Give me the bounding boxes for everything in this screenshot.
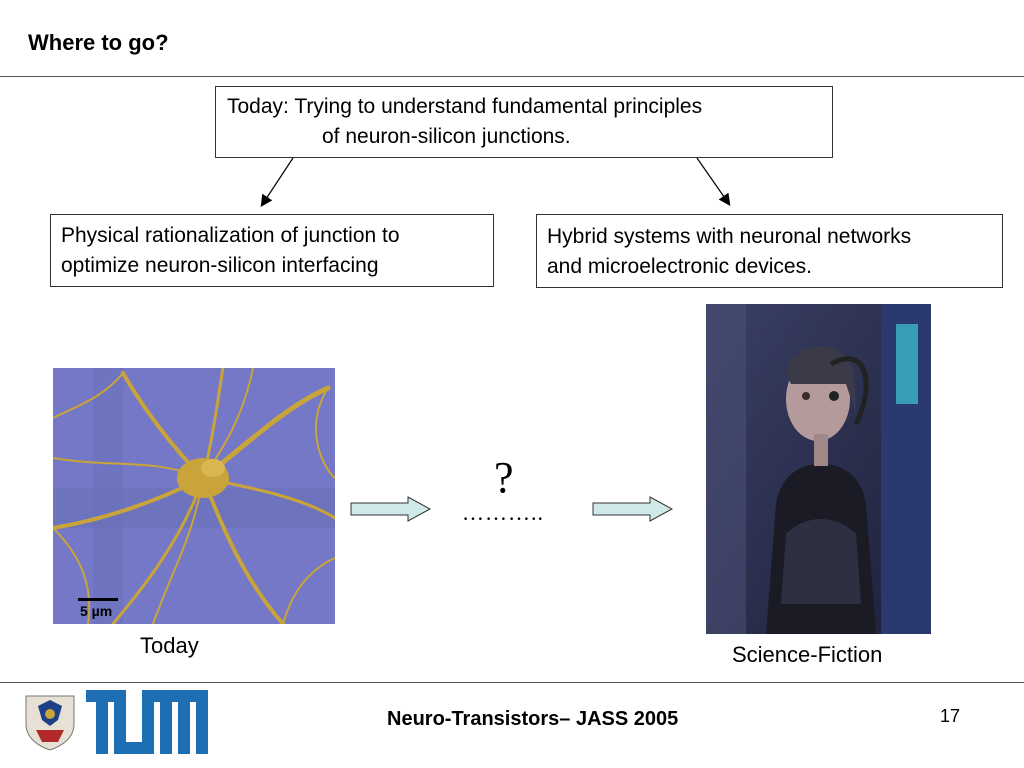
slide-title: Where to go? <box>28 30 169 55</box>
left-text-box: Physical rationalization of junction to … <box>50 214 494 287</box>
top-box-line-2: of neuron-silicon junctions. <box>322 125 571 148</box>
ellipsis-dots: ……….. <box>462 500 544 525</box>
right-box-line-2: and microelectronic devices. <box>547 255 812 278</box>
left-box-line-2: optimize neuron-silicon interfacing <box>61 254 379 277</box>
left-box-line-1: Physical rationalization of junction to <box>61 224 400 247</box>
block-arrow-left <box>350 496 432 522</box>
footer-rule <box>0 682 1024 683</box>
scale-bar-label: 5 µm <box>80 603 112 619</box>
top-box-line-1: Today: Trying to understand fundamental … <box>227 95 703 118</box>
today-caption: Today <box>140 633 199 658</box>
branch-arrows <box>260 157 731 208</box>
arrow-left <box>260 157 294 208</box>
top-text-box: Today: Trying to understand fundamental … <box>215 86 833 158</box>
right-box-line-1: Hybrid systems with neuronal networks <box>547 225 912 248</box>
footer-title: Neuro-Transistors– JASS 2005 <box>387 708 679 730</box>
cyborg-photo <box>706 304 931 634</box>
university-crest <box>22 690 78 752</box>
header-rule <box>0 76 1024 77</box>
right-text-box: Hybrid systems with neuronal networks an… <box>536 214 1003 288</box>
arrow-right <box>696 157 731 206</box>
tum-logo <box>86 690 208 754</box>
question-mark: ? <box>494 453 514 502</box>
science-fiction-caption: Science-Fiction <box>732 642 883 667</box>
block-arrow-right <box>592 496 674 522</box>
page-number: 17 <box>940 706 961 726</box>
neuron-micrograph: 5 µm <box>53 368 335 624</box>
